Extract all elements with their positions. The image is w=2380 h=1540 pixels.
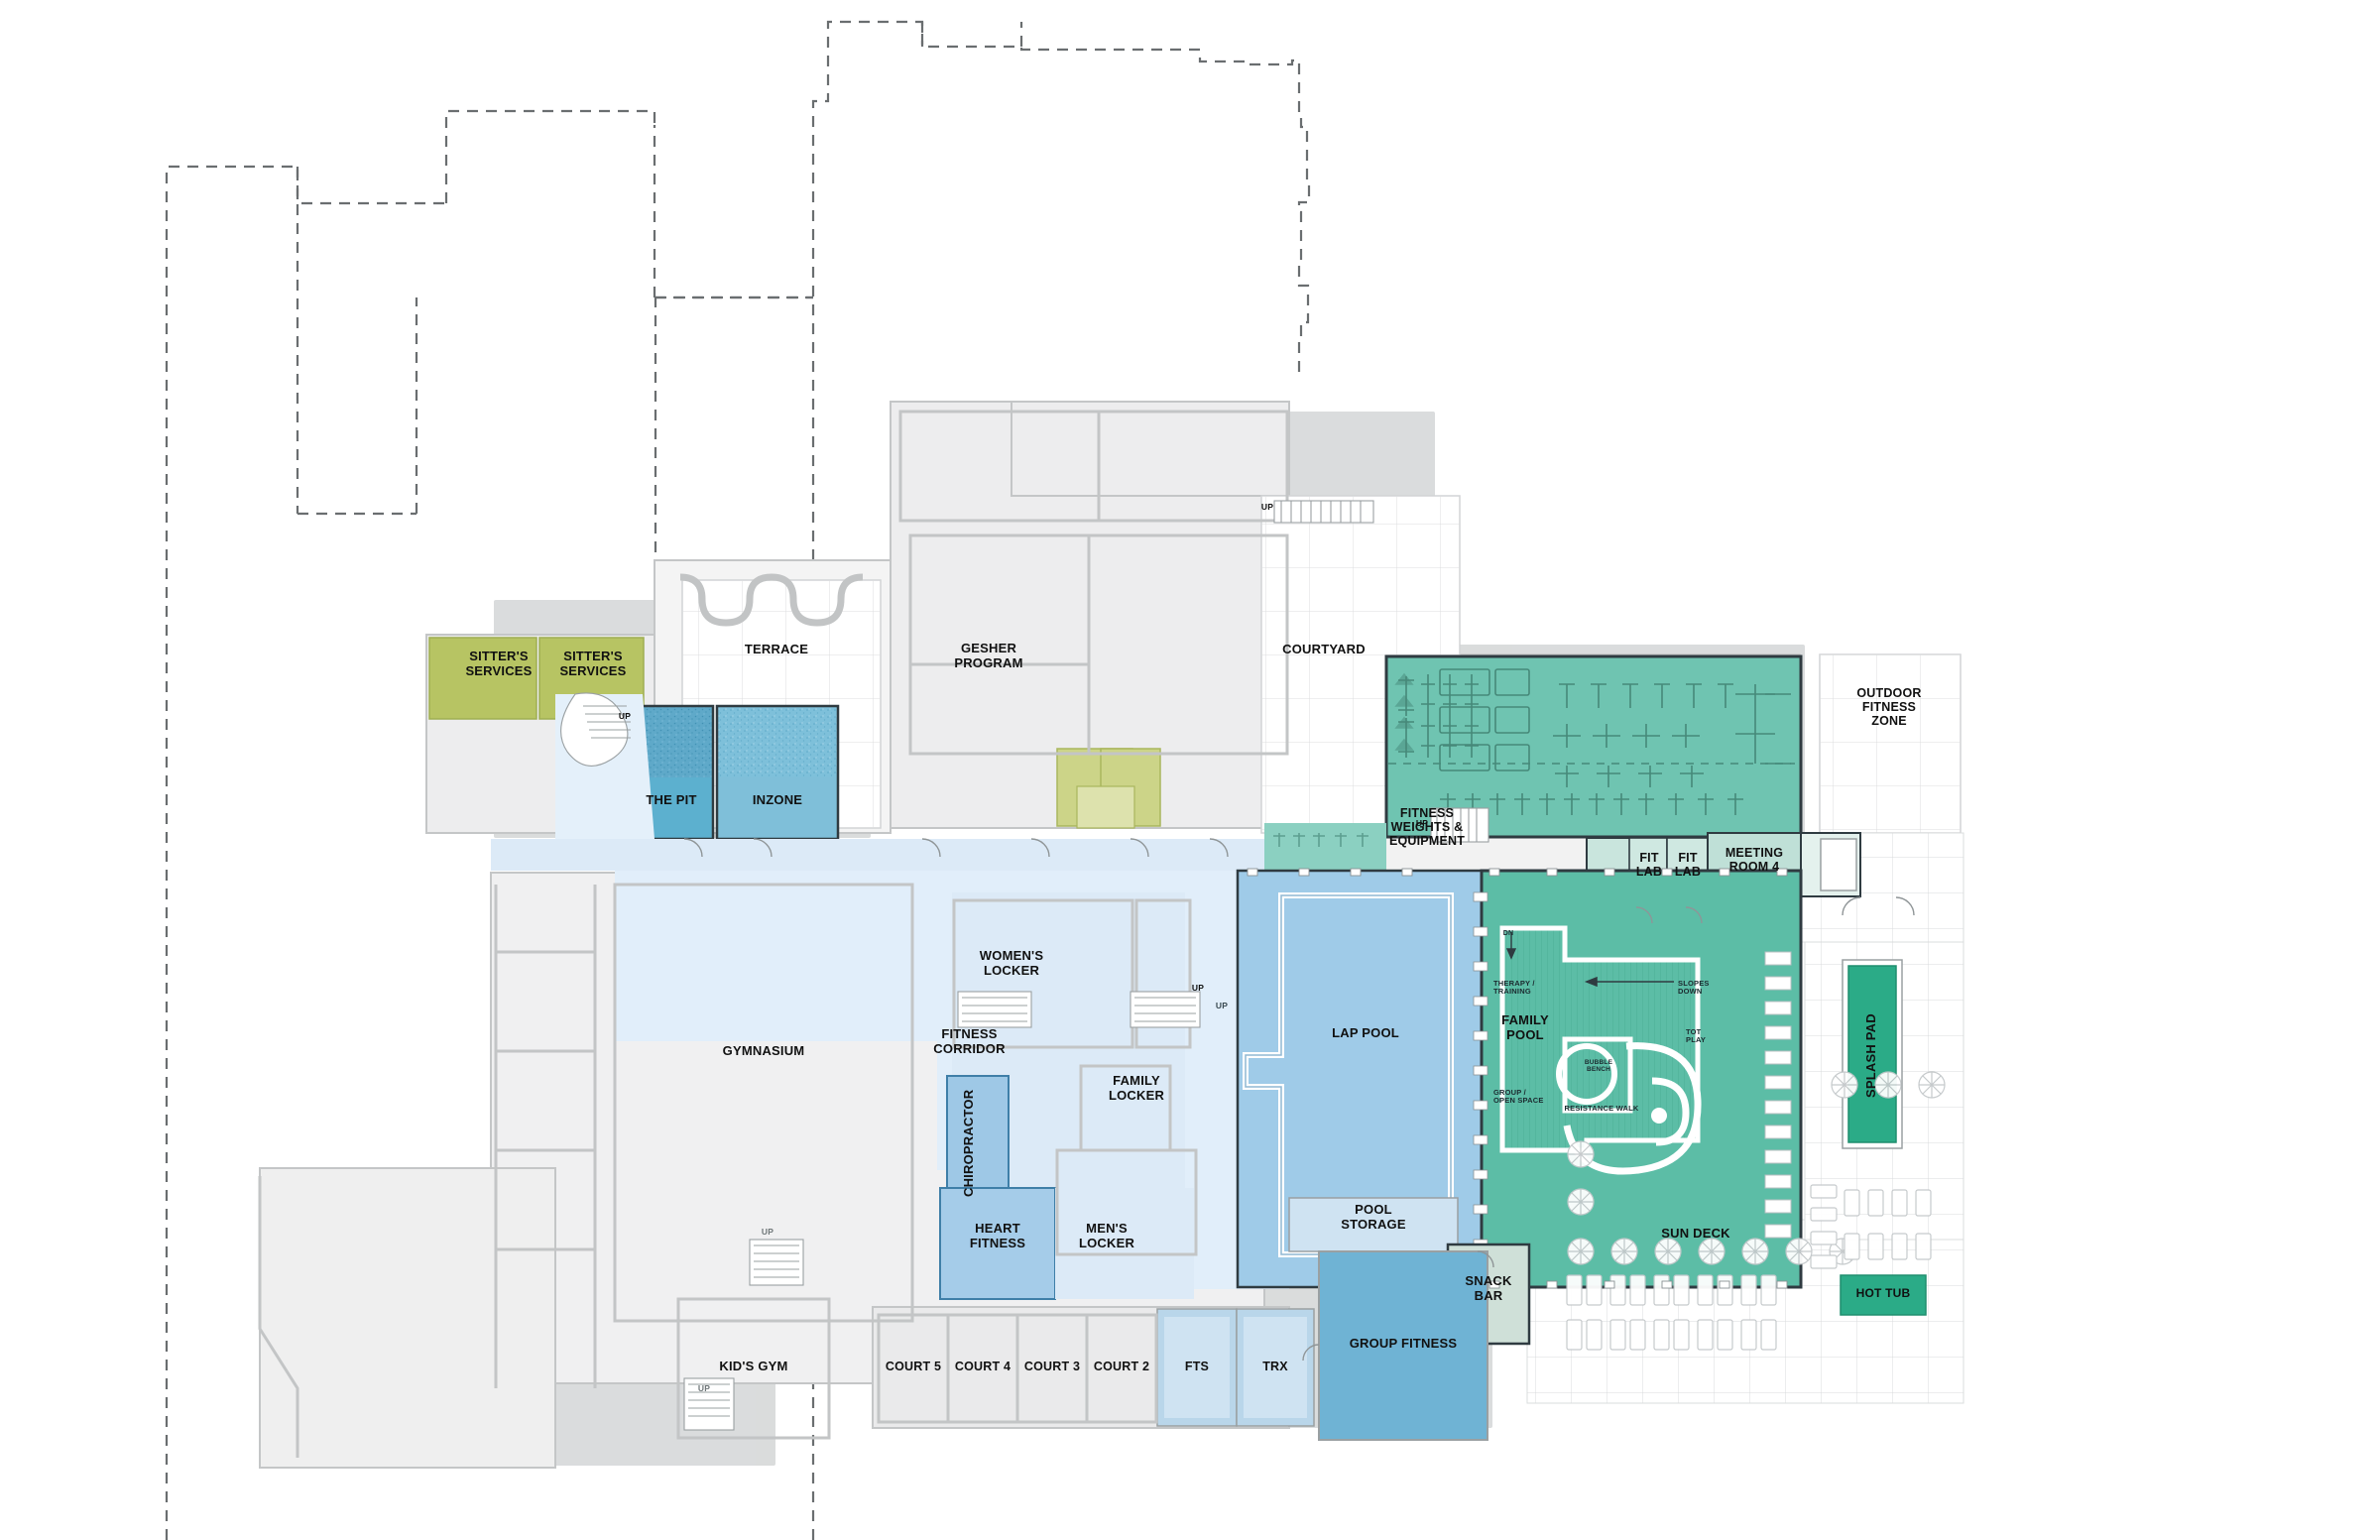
program-zones — [428, 637, 1927, 1441]
zone-main-corridor — [491, 839, 1289, 871]
pool-deck-lounger-rail — [1764, 951, 1792, 1239]
stair-symbols — [560, 500, 1489, 1431]
slope-arrow — [1584, 976, 1674, 988]
zone-splash-pad — [1847, 965, 1897, 1143]
dashed-upper-outline — [165, 20, 1311, 1540]
stair-womens-locker — [957, 991, 1032, 1028]
door-swings — [683, 838, 1915, 1362]
stair-kids-gym — [749, 1239, 804, 1286]
lap-pool-edge-markers — [1473, 891, 1488, 1249]
zone-fitness-entry — [1264, 823, 1386, 871]
zone-mens-locker — [1055, 1188, 1194, 1299]
zone-group-fitness — [1318, 1250, 1488, 1441]
zone-sitters-1 — [428, 637, 537, 720]
zone-inzone-lower — [717, 777, 838, 839]
curtain-wall-mullions — [1247, 868, 1788, 1289]
terrace-scallop-wall — [679, 573, 864, 627]
stair-fitness-weights — [1430, 807, 1489, 843]
zone-pool-storage — [1288, 1197, 1459, 1252]
interior-partitions — [258, 410, 1289, 1458]
stair-family-locker — [1130, 991, 1201, 1028]
stair-courtyard — [1273, 500, 1374, 524]
zone-chiropractor — [946, 1075, 1010, 1206]
zone-inzone-upper — [717, 706, 838, 777]
stair-sitters — [560, 692, 631, 767]
zone-hot-tub — [1840, 1274, 1927, 1316]
pool-feature-dot — [1651, 1108, 1667, 1124]
zone-olive-small-c — [1076, 785, 1135, 829]
dn-arrow-mark — [1505, 932, 1517, 960]
zone-heart-fitness — [939, 1187, 1056, 1300]
stair-left-wing — [683, 1377, 735, 1431]
